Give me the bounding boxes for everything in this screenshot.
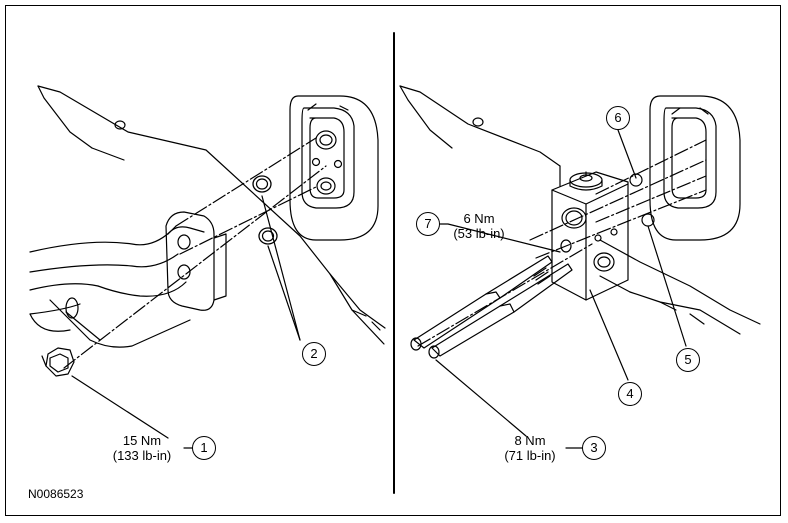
figure-id: N0086523 (28, 487, 84, 501)
callout-4: 4 (618, 382, 642, 406)
torque-3-lbin: (71 lb-in) (504, 448, 556, 463)
torque-7-label: 6 Nm (53 lb-in) (442, 211, 516, 241)
callout-6: 6 (606, 106, 630, 130)
callout-3: 3 (582, 436, 606, 460)
figure-frame (5, 5, 781, 516)
callout-2: 2 (302, 342, 326, 366)
torque-3-label: 8 Nm (71 lb-in) (497, 433, 563, 463)
torque-1-label: 15 Nm (133 lb-in) (110, 433, 174, 463)
right-panel-drawing (399, 85, 761, 449)
torque-1-nm: 15 Nm (122, 433, 162, 448)
torque-3-nm: 8 Nm (514, 433, 546, 448)
callout-1: 1 (192, 436, 216, 460)
callout-7: 7 (416, 212, 440, 236)
left-panel-drawing (29, 85, 386, 449)
callout-5: 5 (676, 348, 700, 372)
torque-7-nm: 6 Nm (463, 211, 495, 226)
torque-1-lbin: (133 lb-in) (112, 448, 172, 463)
torque-7-lbin: (53 lb-in) (453, 226, 505, 241)
